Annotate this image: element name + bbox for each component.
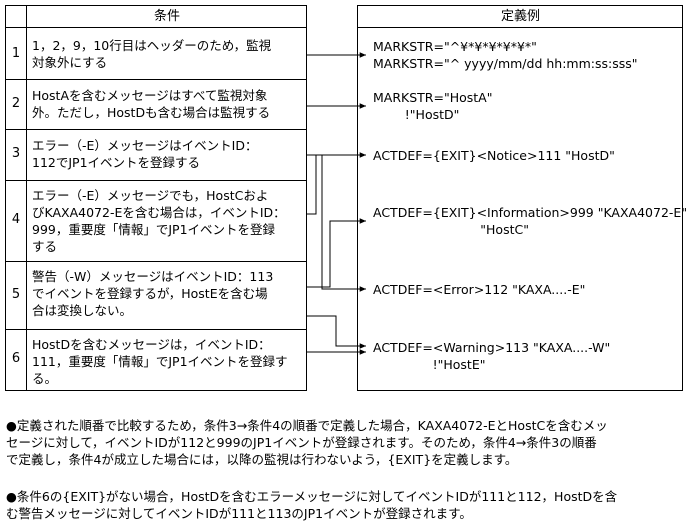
condition-text: HostAを含むメッセージはすべて監視対象 bbox=[32, 88, 268, 103]
note-line: む警告メッセージに対してイベントIDが111と113のJP1イベントが登録されま… bbox=[6, 506, 472, 521]
row-number: 3 bbox=[11, 146, 21, 161]
condition-text: 外。ただし，HostDも含む場合は監視する bbox=[32, 105, 271, 120]
row-number: 5 bbox=[11, 287, 21, 302]
condition-text: 対象外にする bbox=[32, 55, 108, 70]
condition-header: 条件 bbox=[153, 9, 180, 24]
note-line: ●条件6の{EXIT}がない場合，HostDを含むエラーメッセージに対してイベン… bbox=[6, 489, 618, 504]
note-line: セージに対して，イベントIDが112と999のJP1イベントが登録されます。その… bbox=[6, 435, 597, 450]
definition-table bbox=[357, 5, 683, 391]
definition-text: ACTDEF={EXIT}<Notice>111 "HostD" bbox=[373, 148, 615, 163]
condition-text: る。 bbox=[32, 371, 58, 386]
condition-text: する bbox=[32, 239, 58, 254]
definition-text: ACTDEF={EXIT}<Information>999 "KAXA4072-… bbox=[373, 205, 687, 220]
note-line: で定義し，条件4が成立した場合には，以降の監視は行わないよう，{EXIT}を定義… bbox=[6, 452, 518, 467]
definition-text: MARKSTR="^¥*¥*¥*¥*¥*" bbox=[373, 39, 537, 54]
condition-text: 999，重要度「情報」でJP1イベントを登録 bbox=[32, 222, 276, 237]
condition-text: エラー（-E）メッセージでも，HostCおよ bbox=[32, 188, 269, 203]
definition-text: "HostC" bbox=[373, 222, 529, 237]
arrow-row4 bbox=[306, 152, 366, 215]
condition-text: 1，2，9，10行目はヘッダーのため，監視 bbox=[32, 38, 272, 53]
row-number: 4 bbox=[11, 212, 21, 227]
arrow-row6-branch bbox=[306, 315, 366, 349]
arrow-row5 bbox=[306, 218, 366, 288]
condition-text: びKAXA4072-Eを含む場合は，イベントID： bbox=[32, 205, 286, 220]
row-number: 2 bbox=[11, 96, 21, 111]
condition-table bbox=[5, 5, 307, 391]
condition-text: 111，重要度「情報」でJP1イベントを登録す bbox=[32, 354, 288, 369]
condition-text: HostDを含むメッセージは，イベントID： bbox=[32, 337, 271, 352]
definition-text: !"HostD" bbox=[373, 107, 460, 122]
definition-text: MARKSTR="HostA" bbox=[373, 90, 493, 105]
condition-text: 警告（-W）メッセージはイベントID：113 bbox=[32, 269, 274, 284]
condition-text: でイベントを登録するが，HostEを含む場 bbox=[32, 286, 268, 301]
definition-text: ACTDEF=<Warning>113 "KAXA....-W" bbox=[373, 340, 611, 355]
definition-header: 定義例 bbox=[500, 9, 540, 24]
note-line: ●定義された順番で比較するため，条件3→条件4の順番で定義した場合，KAXA40… bbox=[6, 418, 608, 433]
definition-text: !"HostE" bbox=[373, 357, 486, 372]
arrow-row3 bbox=[306, 154, 366, 292]
condition-text: 合は変換しない。 bbox=[32, 303, 133, 318]
condition-text: 112でJP1イベントを登録する bbox=[32, 155, 201, 170]
row-number: 1 bbox=[11, 46, 21, 61]
definition-text: ACTDEF=<Error>112 "KAXA....-E" bbox=[373, 282, 586, 297]
definition-text: MARKSTR="^ yyyy/mm/dd hh:mm:ss:sss" bbox=[373, 56, 638, 71]
condition-text: エラー（-E）メッセージはイベントID： bbox=[32, 138, 258, 153]
row-number: 6 bbox=[11, 351, 21, 366]
connector-arrows bbox=[306, 52, 366, 355]
